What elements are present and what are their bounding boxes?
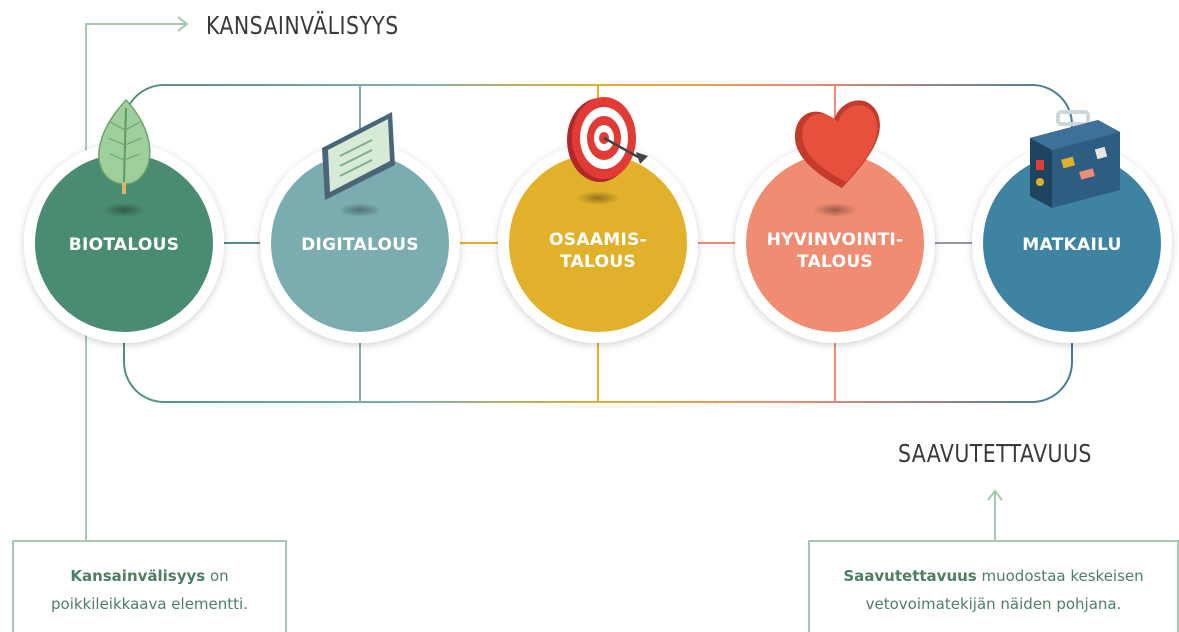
heart-icon (794, 100, 880, 188)
saavutettavuus-note-line2: vetovoimatekijän näiden pohjana. (865, 595, 1122, 613)
label-hyvinvointitalous: HYVINVOINTI- TALOUS (766, 230, 904, 272)
saavutettavuus-note-rest: muodostaa keskeisen (976, 567, 1144, 585)
kansainvalisyys-note-line2: poikkileikkaava elementti. (51, 595, 248, 613)
circle-digitalous (260, 143, 460, 343)
label-matkailu: MATKAILU (1022, 235, 1122, 255)
saavutettavuus-note: Saavutettavuus muodostaa keskeisen vetov… (808, 540, 1179, 632)
tablet-icon (322, 112, 395, 200)
saavutettavuus-connector (987, 489, 1003, 540)
saavutettavuus-note-bold: Saavutettavuus (843, 567, 977, 585)
kansainvalisyys-note-rest: on (205, 567, 229, 585)
kansainvalisyys-connector (85, 16, 189, 540)
leaf-icon (98, 98, 151, 194)
label-osaamistalous: OSAAMIS- TALOUS (549, 230, 647, 272)
kansainvalisyys-note-line1: Kansainvälisyys on (14, 562, 285, 590)
label-biotalous: BIOTALOUS (68, 235, 180, 255)
circle-hyvinvointitalous (735, 143, 935, 343)
kansainvalisyys-note-bold: Kansainvälisyys (70, 567, 206, 585)
circle-biotalous (24, 143, 224, 343)
suitcase-icon (1030, 110, 1120, 208)
kansainvalisyys-heading: KANSAINVÄLISYYS (206, 11, 399, 40)
circle-osaamistalous (498, 143, 698, 343)
kansainvalisyys-note: Kansainvälisyys on poikkileikkaava eleme… (12, 540, 287, 632)
target-icon (567, 97, 648, 182)
circle-matkailu (972, 143, 1172, 343)
label-digitalous: DIGITALOUS (301, 235, 419, 255)
saavutettavuus-heading: SAAVUTETTAVUUS (898, 439, 1092, 468)
saavutettavuus-note-line1: Saavutettavuus muodostaa keskeisen (810, 562, 1177, 590)
